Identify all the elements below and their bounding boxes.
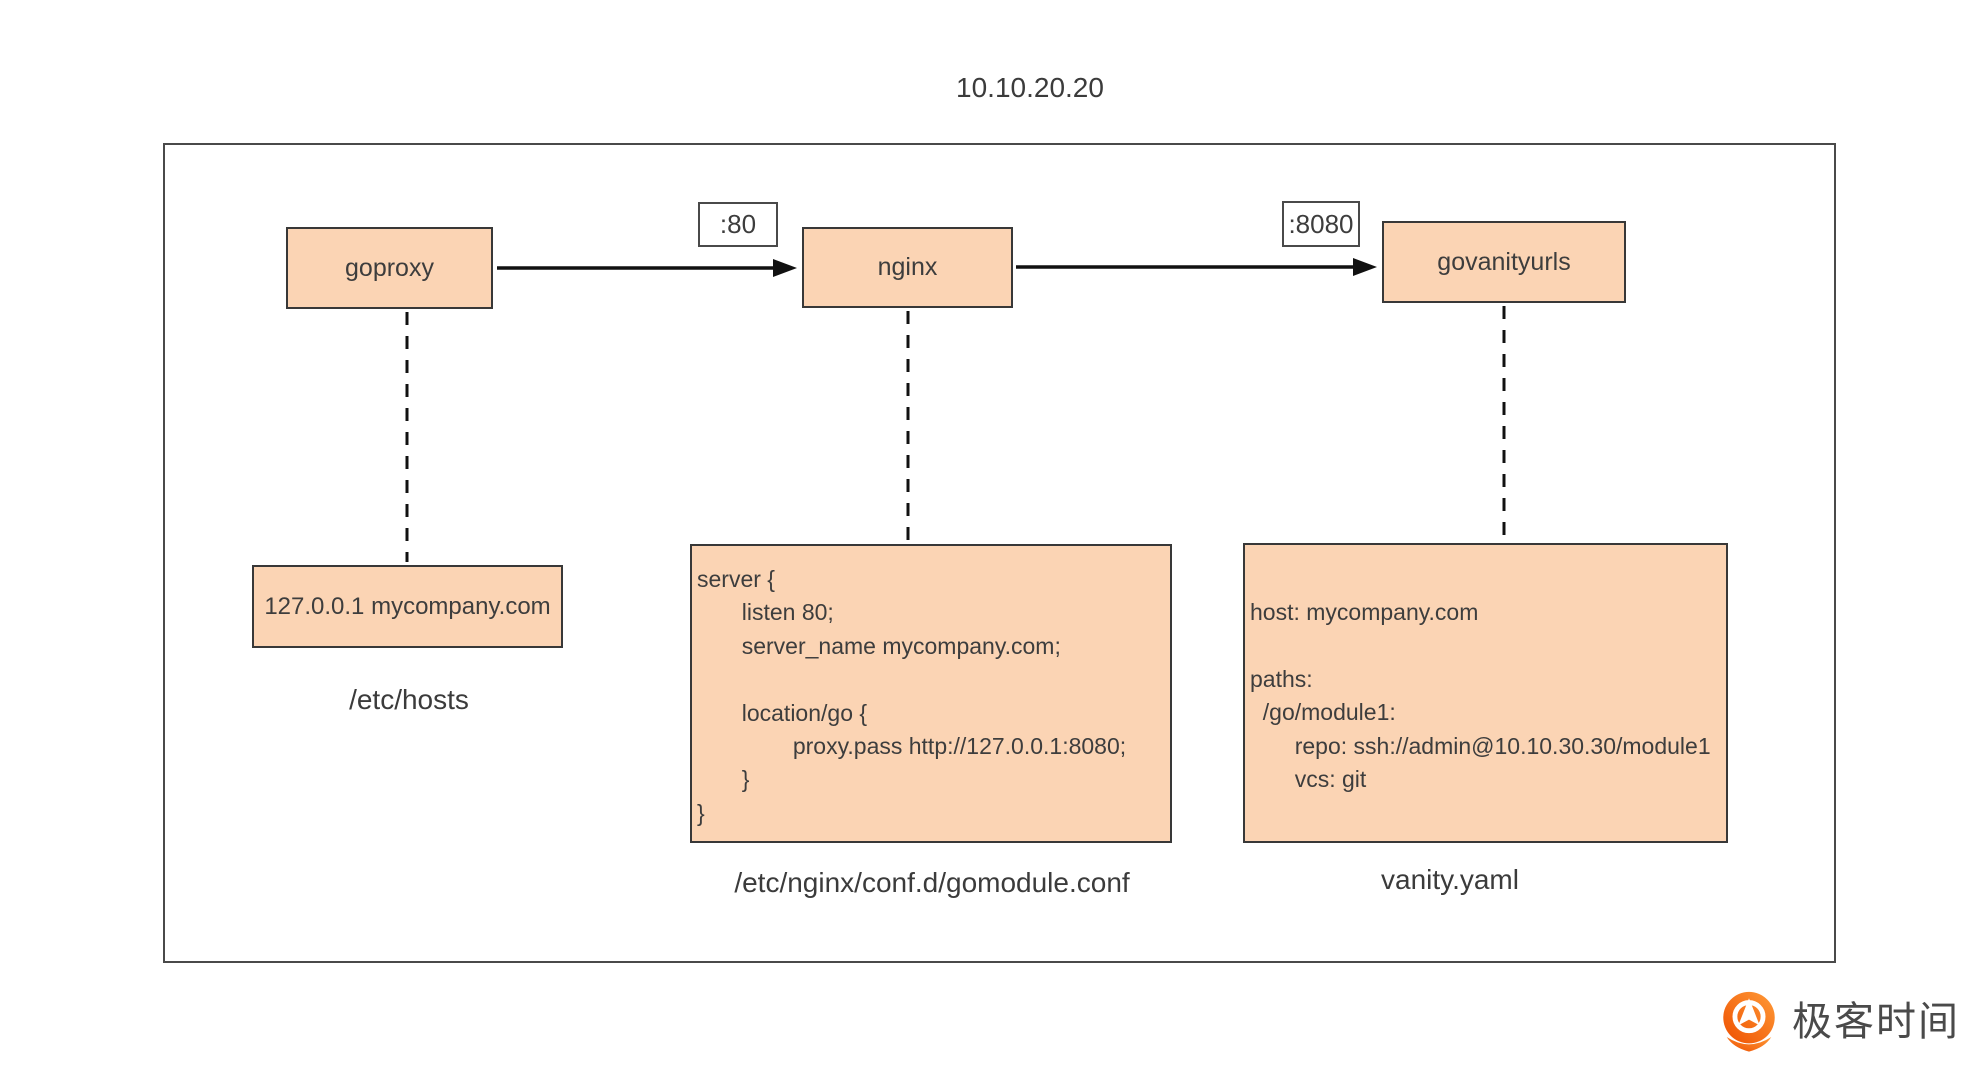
vanity-yaml-caption: vanity.yaml [1381,864,1519,895]
node-goproxy: goproxy [286,227,493,309]
geektime-logo: 极客时间 [1716,991,1960,1053]
hosts-file-box: 127.0.0.1 mycompany.com [252,565,563,648]
hosts-file-content: 127.0.0.1 mycompany.com [264,592,551,620]
node-nginx-label: nginx [877,253,938,281]
hosts-file-caption: /etc/hosts [349,684,469,715]
node-nginx: nginx [802,227,1013,308]
geektime-logo-icon [1723,991,1775,1052]
node-goproxy-label: goproxy [345,253,434,282]
nginx-conf-caption: /etc/nginx/conf.d/gomodule.conf [734,867,1130,898]
nginx-conf-box: server { listen 80; server_name mycompan… [690,544,1172,843]
server-frame [163,143,1836,963]
port-label-8080: :8080 [1282,201,1360,247]
node-govanityurls: govanityurls [1382,221,1626,303]
node-govanityurls-label: govanityurls [1437,247,1571,276]
geektime-logo-text: 极客时间 [1792,1000,1960,1044]
server-ip-title: 10.10.20.20 [956,72,1104,103]
vanity-yaml-box: host: mycompany.com paths: /go/module1: … [1243,543,1728,843]
port-label-80: :80 [698,202,778,247]
